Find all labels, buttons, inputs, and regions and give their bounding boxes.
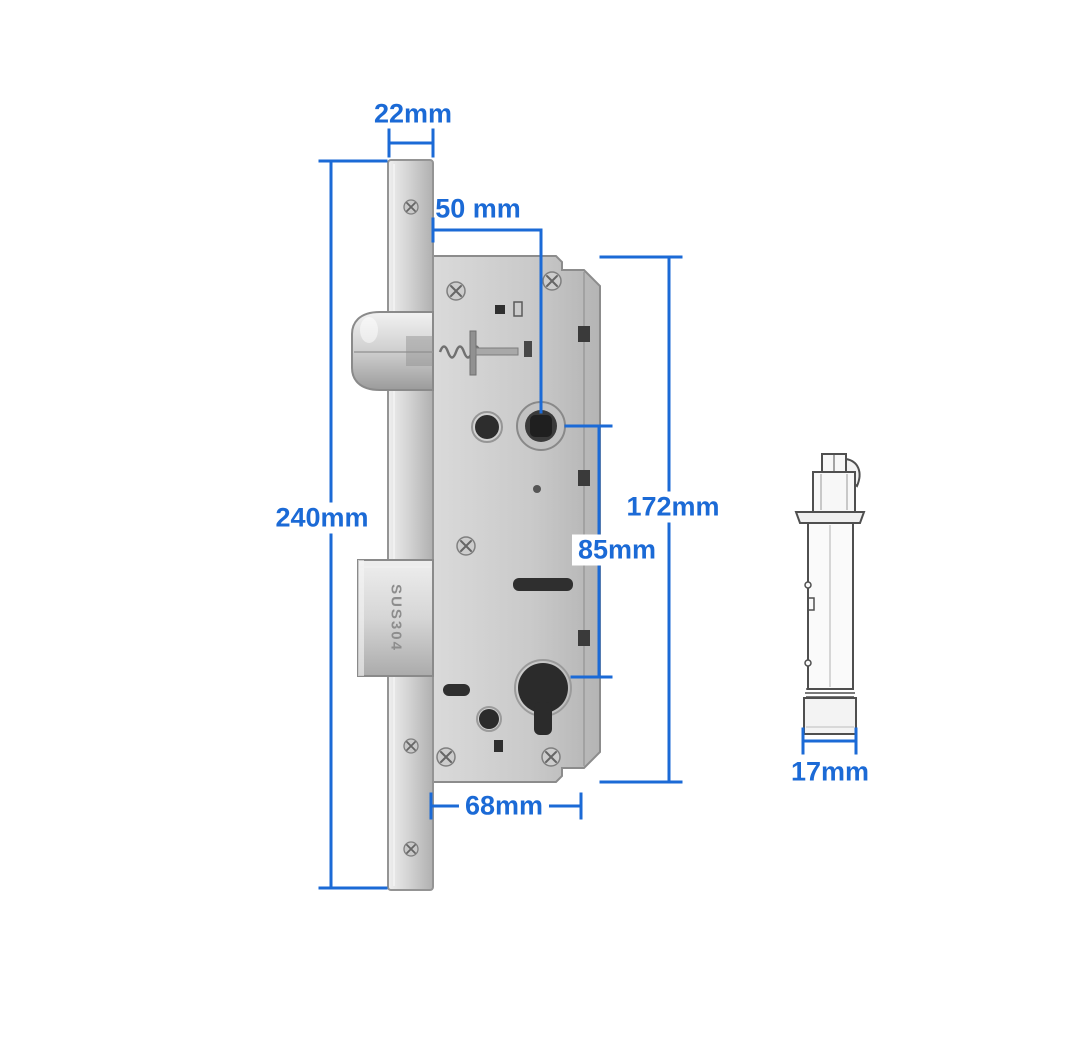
square-hole	[494, 740, 503, 752]
dim-17mm-line	[801, 727, 858, 755]
adapter-neck	[812, 471, 856, 513]
dimension-label-backset: 50 mm	[435, 193, 521, 224]
dimension-label-body-width: 68mm	[458, 790, 550, 822]
faceplate-screw	[403, 738, 419, 754]
latch-bolt	[351, 311, 434, 391]
stop-slot	[443, 684, 470, 696]
side-slot	[578, 326, 590, 342]
deadbolt	[357, 559, 434, 677]
adapter-cap	[803, 697, 857, 735]
dimension-label-adapter-width: 17mm	[790, 756, 870, 787]
faceplate-screw	[403, 841, 419, 857]
dimension-label-faceplate-width: 22mm	[373, 98, 453, 129]
case-screw	[542, 271, 562, 291]
dim-22mm-line	[387, 128, 435, 158]
dimension-label-faceplate-height: 240mm	[269, 502, 375, 534]
case-screw	[436, 747, 456, 767]
case-screw	[541, 747, 561, 767]
lower-fixing-hole	[476, 706, 502, 732]
material-marking: SUS304	[387, 584, 405, 652]
fixing-hole	[471, 411, 503, 443]
cylinder-adapter-part	[794, 453, 866, 735]
dimension-label-body-height: 172mm	[620, 491, 726, 523]
faceplate-screw	[403, 199, 419, 215]
case-screw	[446, 281, 466, 301]
case-screw	[456, 536, 476, 556]
side-slot	[578, 470, 590, 486]
adapter-flange	[794, 511, 866, 524]
dim-50mm-line	[431, 217, 543, 414]
dimension-label-hole-spacing: 85mm	[571, 534, 663, 566]
latch-spring	[438, 330, 519, 376]
side-slot	[578, 630, 590, 646]
lever-slot	[513, 578, 573, 591]
euro-cylinder-hole	[514, 659, 572, 735]
lock-case	[432, 255, 601, 783]
pin-hole	[533, 485, 541, 493]
faceplate	[387, 159, 434, 891]
